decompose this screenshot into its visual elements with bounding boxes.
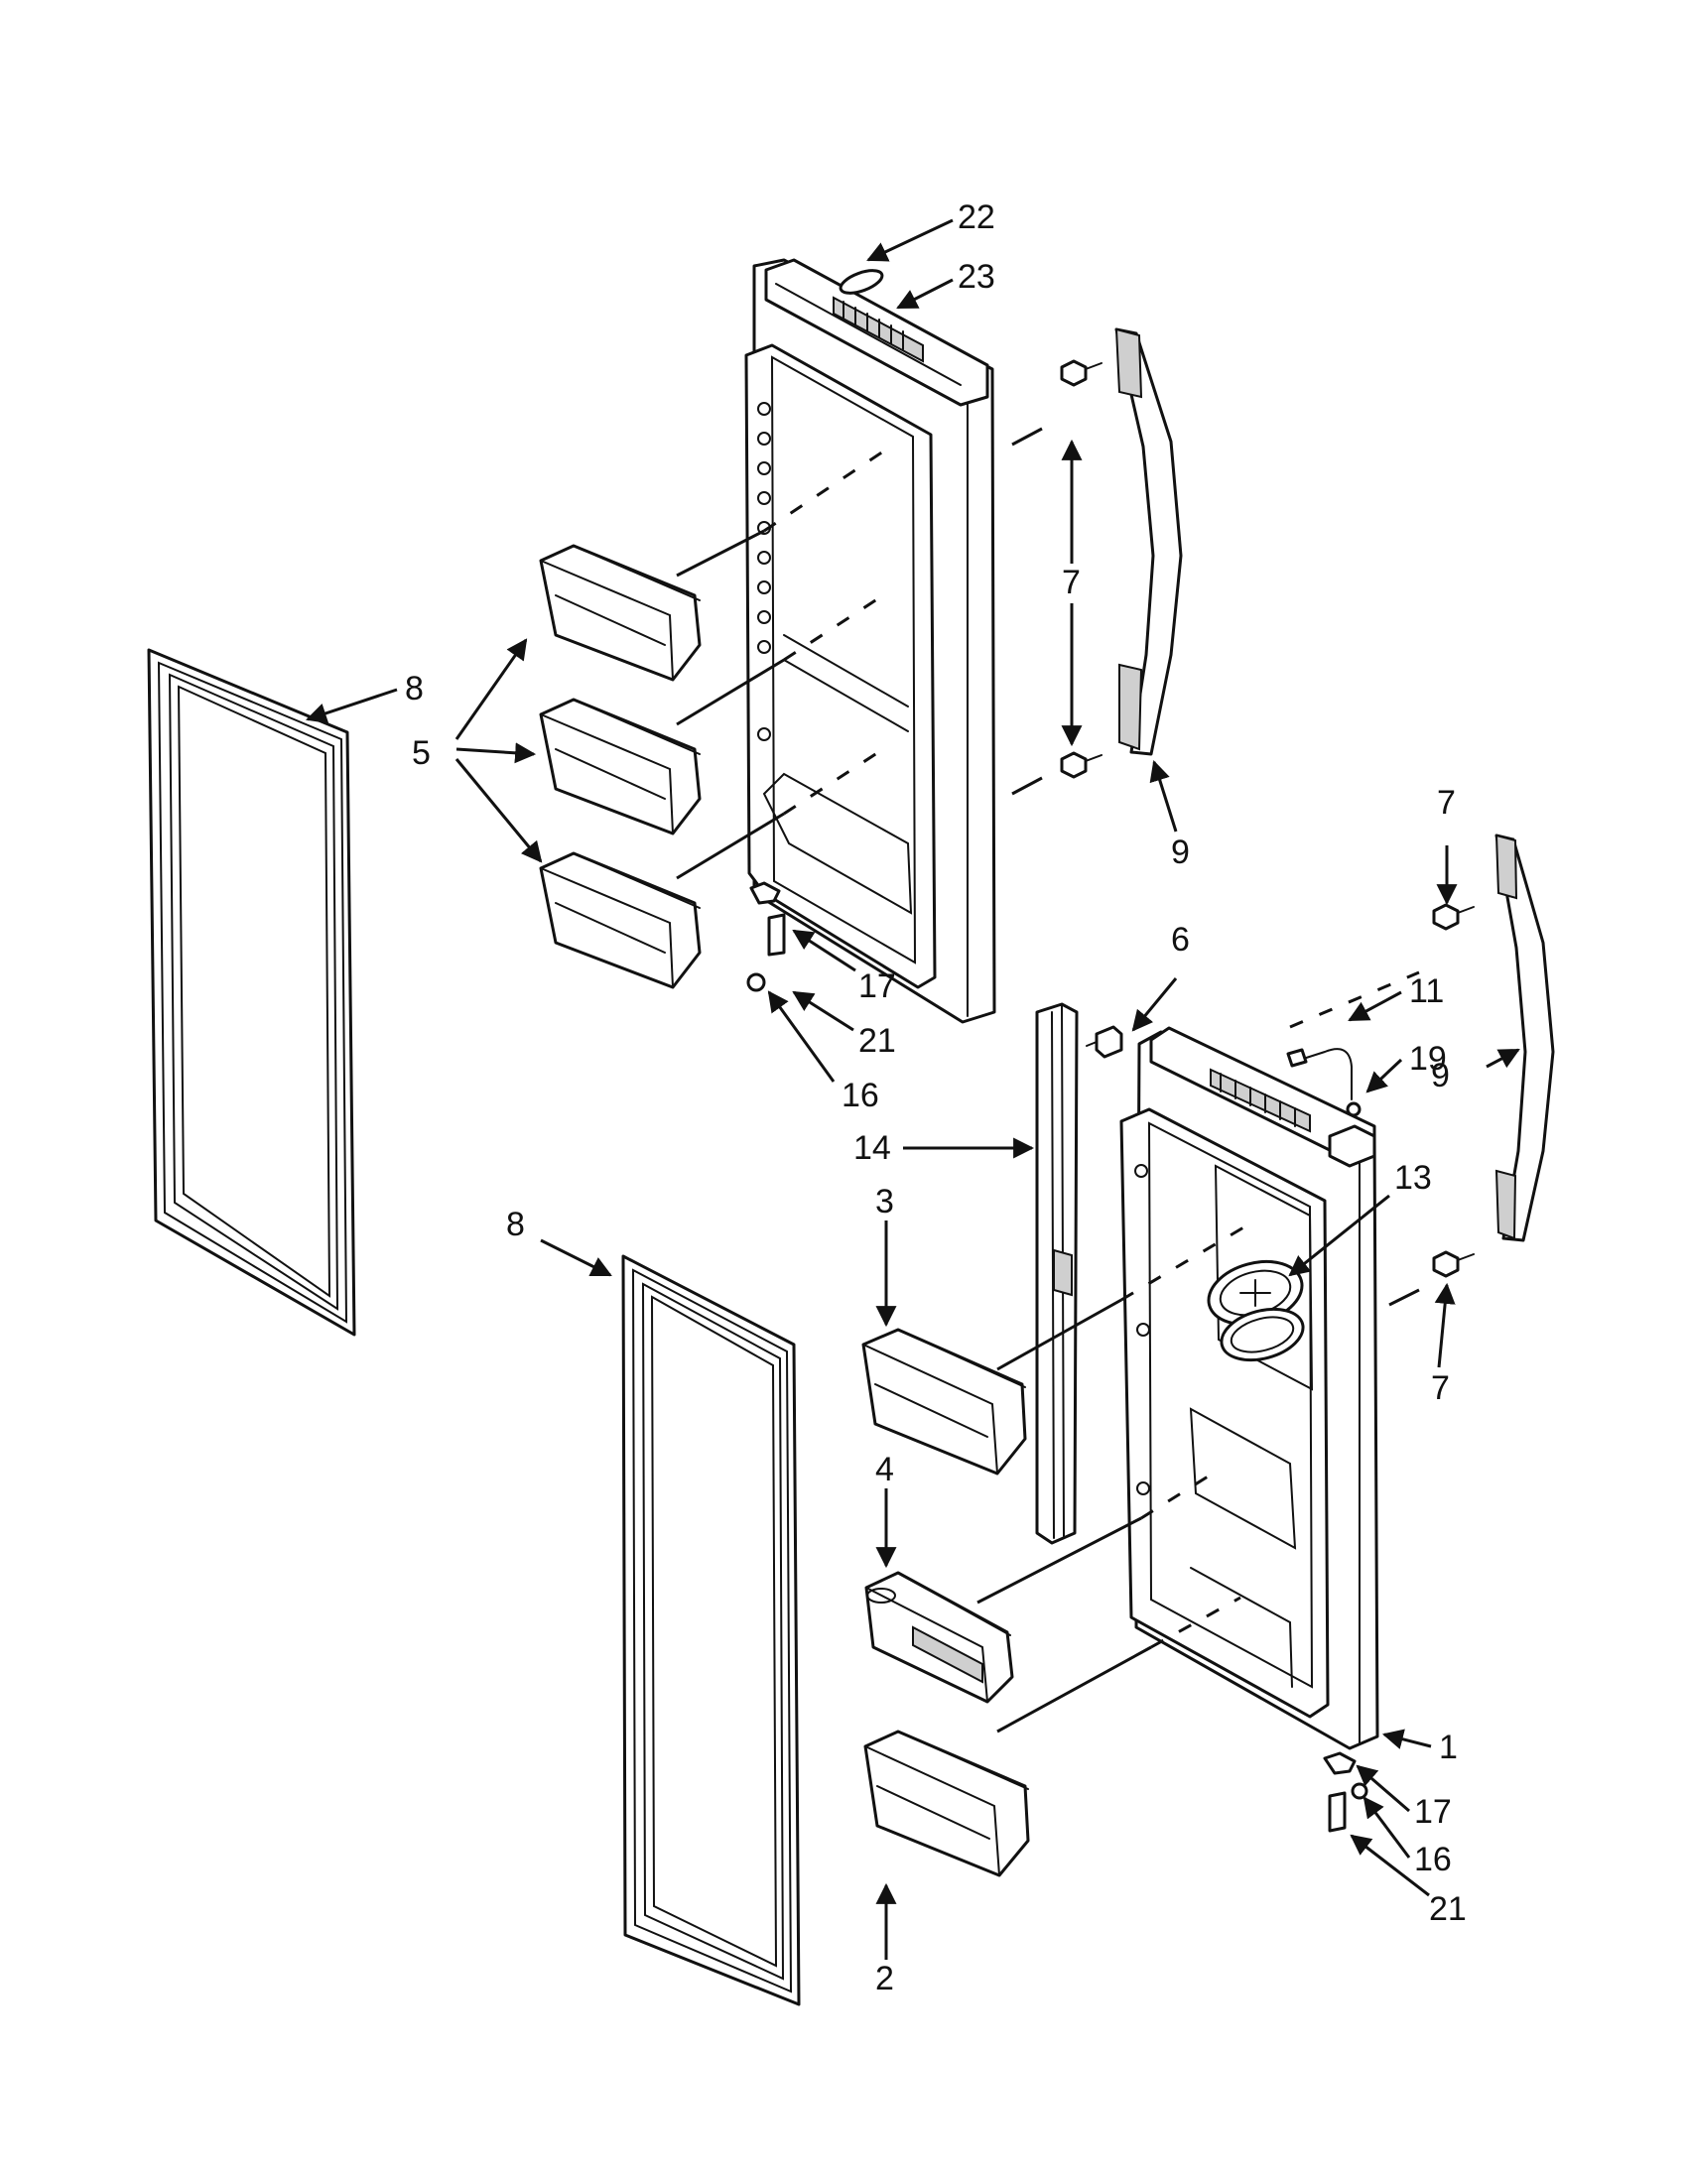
callout-21: 21	[858, 1022, 896, 1060]
handle-screw-upper-2	[1060, 751, 1103, 779]
mullion	[1035, 1002, 1079, 1545]
callout-3: 3	[875, 1183, 894, 1220]
handle-lower	[1494, 834, 1555, 1242]
callout-21: 21	[1429, 1890, 1467, 1928]
bin-lower-3	[861, 1328, 1027, 1476]
hinge-pin	[1086, 1025, 1123, 1059]
callout-8: 8	[506, 1206, 525, 1243]
bin-upper-1	[539, 544, 702, 682]
callout-13: 13	[1394, 1159, 1432, 1197]
door-upper	[744, 258, 996, 1024]
callout-1: 1	[1439, 1729, 1458, 1766]
handle-screw-lower-1	[1432, 903, 1475, 931]
hinge-parts-upper	[746, 881, 786, 992]
bin-upper-3	[539, 851, 702, 989]
callout-labels: 22 23 7 8 5 9 7 6 11 17 19 9 21 16 14 13…	[405, 198, 1467, 1997]
callout-9: 9	[1171, 834, 1190, 871]
callout-5: 5	[412, 734, 431, 772]
handle-screw-upper-1	[1060, 359, 1103, 387]
callout-16: 16	[842, 1077, 879, 1114]
callout-17: 17	[858, 967, 896, 1005]
callout-17: 17	[1414, 1793, 1452, 1831]
door-shelf-notches	[757, 402, 771, 741]
callout-11: 11	[1409, 972, 1444, 1010]
hinge-parts-lower	[1323, 1751, 1368, 1833]
callout-14: 14	[853, 1129, 891, 1167]
callout-4: 4	[875, 1451, 894, 1488]
callout-8: 8	[405, 670, 424, 707]
tube-fitting	[1346, 1101, 1362, 1117]
ice-bin-ring	[1207, 1259, 1305, 1362]
bin-lower-4	[864, 1571, 1014, 1704]
callout-7: 7	[1431, 1369, 1450, 1407]
gasket-left	[147, 648, 356, 1337]
bin-lower-2	[863, 1730, 1030, 1877]
door-lower	[1119, 1026, 1379, 1750]
callout-19: 19	[1409, 1040, 1447, 1078]
callout-16: 16	[1414, 1841, 1452, 1878]
hinge-cap	[839, 269, 884, 295]
gasket-center	[621, 1254, 801, 2006]
callout-7: 7	[1437, 784, 1456, 822]
water-tube	[1286, 1048, 1353, 1100]
bin-upper-2	[539, 698, 702, 835]
leader-lines	[306, 218, 1520, 1960]
callout-9: 9	[1431, 1057, 1450, 1094]
callout-22: 22	[958, 198, 995, 236]
callout-2: 2	[875, 1960, 894, 1997]
callout-23: 23	[958, 258, 995, 296]
handle-screw-lower-2	[1432, 1250, 1475, 1278]
callout-6: 6	[1171, 921, 1190, 959]
handle-upper	[1114, 327, 1183, 756]
callout-7: 7	[1062, 564, 1081, 601]
